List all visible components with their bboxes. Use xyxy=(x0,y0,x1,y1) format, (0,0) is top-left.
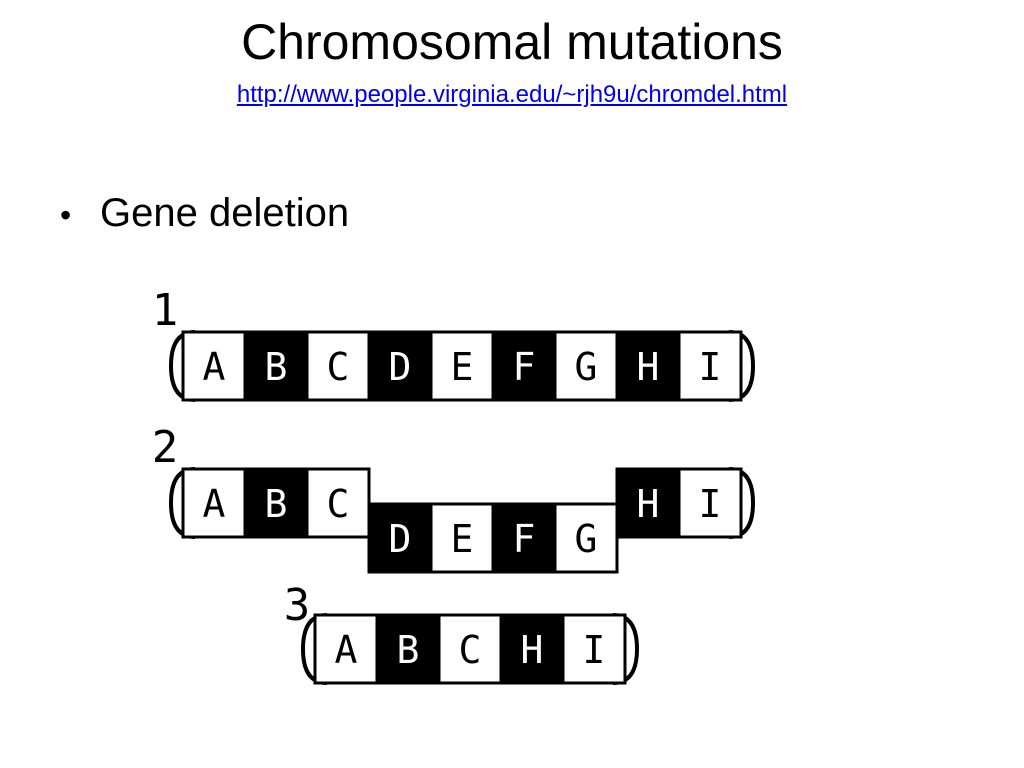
gene-band-I xyxy=(677,467,743,539)
gene-band-I xyxy=(561,613,627,685)
gene-label-F: F xyxy=(513,517,536,561)
gene-label-E: E xyxy=(451,517,474,561)
gene-label-B: B xyxy=(265,482,288,526)
gene-band-E xyxy=(429,330,495,402)
gene-label-D: D xyxy=(389,517,412,561)
gene-label-I: I xyxy=(699,345,722,389)
gene-band-F xyxy=(491,502,557,574)
slide-title: Chromosomal mutations xyxy=(241,14,783,70)
gene-label-G: G xyxy=(575,345,598,389)
gene-label-E: E xyxy=(451,345,474,389)
gene-label-C: C xyxy=(327,482,350,526)
gene-band-B xyxy=(243,330,309,402)
gene-band-H xyxy=(615,467,681,539)
gene-label-I: I xyxy=(583,628,606,672)
gene-label-B: B xyxy=(397,628,420,672)
gene-band-C xyxy=(305,467,371,539)
bullet-dot-icon: • xyxy=(60,197,72,233)
gene-band-C xyxy=(305,330,371,402)
gene-band-D xyxy=(367,330,433,402)
gene-label-H: H xyxy=(637,345,660,389)
chromosome-number-label: 3 xyxy=(284,580,311,631)
gene-label-H: H xyxy=(637,482,660,526)
gene-band-A xyxy=(181,467,247,539)
gene-band-B xyxy=(375,613,441,685)
gene-band-G xyxy=(553,502,619,574)
source-link[interactable]: http://www.people.virginia.edu/~rjh9u/ch… xyxy=(236,81,788,108)
gene-label-B: B xyxy=(265,345,288,389)
gene-label-G: G xyxy=(575,517,598,561)
gene-band-A xyxy=(313,613,379,685)
gene-label-A: A xyxy=(335,628,358,672)
chromosome-number-label: 2 xyxy=(152,422,179,473)
gene-label-A: A xyxy=(203,482,226,526)
gene-label-C: C xyxy=(327,345,350,389)
gene-label-I: I xyxy=(699,482,722,526)
gene-label-D: D xyxy=(389,345,412,389)
gene-band-H xyxy=(499,613,565,685)
gene-band-C xyxy=(437,613,503,685)
bullet-item: • Gene deletion xyxy=(60,188,349,240)
bullet-text: Gene deletion xyxy=(100,191,350,235)
gene-label-F: F xyxy=(513,345,536,389)
gene-label-C: C xyxy=(459,628,482,672)
gene-label-A: A xyxy=(203,345,226,389)
gene-label-H: H xyxy=(521,628,544,672)
gene-band-I xyxy=(677,330,743,402)
chromosome-number-label: 1 xyxy=(152,285,179,336)
